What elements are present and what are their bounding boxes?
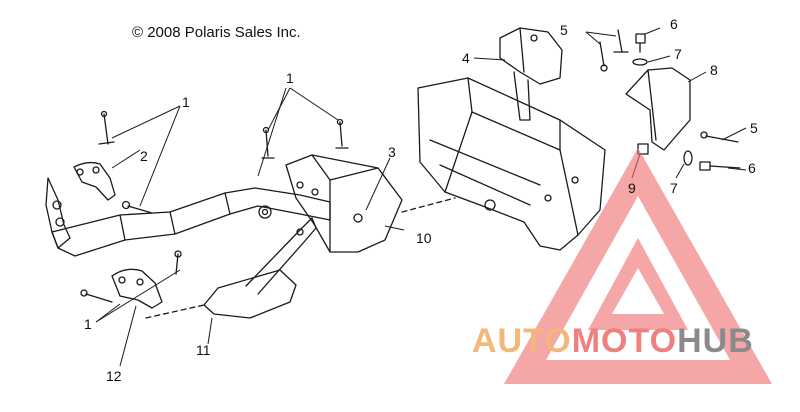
bolt-1-left-horizontal [127,205,153,214]
watermark-auto: AUTO [472,322,572,360]
watermark-triangle-icon [504,148,772,384]
callout-1: 1 [84,316,92,332]
callout-7: 7 [674,46,682,62]
bolt-5-right [705,135,739,143]
bolt-1-upper-left [103,113,109,145]
callout-5: 5 [560,22,568,38]
copyright-text: © 2008 Polaris Sales Inc. [132,24,301,41]
watermark-moto: MOTO [571,322,678,360]
callout-5: 5 [750,120,758,136]
bolt-1-lower-left [85,293,113,303]
watermark-logo: AUTOMOTOHUB [472,322,754,361]
bolt-6-right [699,161,711,171]
alignment-line-left [145,304,205,319]
front-bumper-plate [45,177,71,249]
alignment-line-right [401,197,456,213]
bolt-6-top [635,33,646,44]
callout-6: 6 [748,160,756,176]
bolt-5-top-b [599,41,605,67]
washer-7-top [632,58,648,66]
callout-7: 7 [670,180,678,196]
callout-1: 1 [182,94,190,110]
callout-3: 3 [388,144,396,160]
washer-7-right [683,150,693,166]
callout-8: 8 [710,62,718,78]
callout-10: 10 [416,230,432,246]
callout-9: 9 [628,180,636,196]
callout-1: 1 [286,70,294,86]
bolt-1-right [339,121,343,147]
callout-12: 12 [106,368,122,384]
bracket-8 [625,67,691,151]
callout-2: 2 [140,148,148,164]
lower-mount-11 [203,269,297,319]
bracket-4 [499,27,563,85]
center-bracket-10 [285,154,403,253]
bolt-1-center [265,129,269,157]
bracket-12 [111,268,163,309]
bracket-2 [73,161,116,201]
watermark-hub: HUB [677,322,754,360]
rear-crossmember [417,77,606,251]
left-frame-rail [51,187,331,257]
callout-11: 11 [196,342,211,358]
callout-4: 4 [462,50,470,66]
callout-6: 6 [670,16,678,32]
bolt-5-top [617,29,623,53]
